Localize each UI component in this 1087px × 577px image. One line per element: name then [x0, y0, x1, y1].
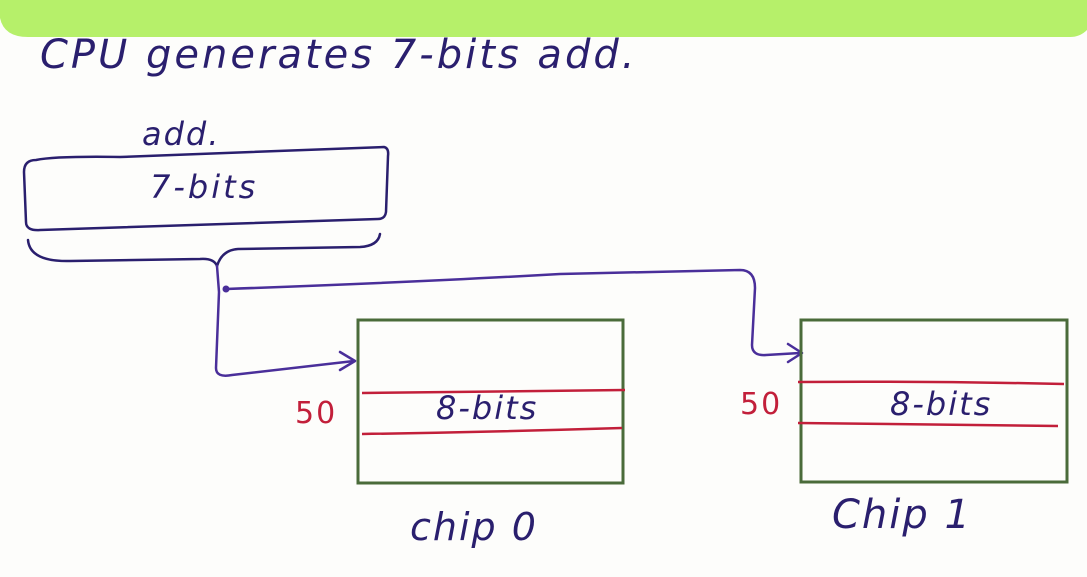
address-register-content: 7-bits — [150, 168, 258, 206]
bus-wire-to-chip-0 — [214, 264, 356, 377]
chip-1-row-top-line — [797, 380, 1065, 386]
chip-0-label: chip 0 — [410, 505, 538, 549]
arrowhead-chip-0 — [338, 350, 357, 372]
chip-0-box — [356, 318, 625, 485]
heading-text: CPU generates 7-bits add. — [40, 32, 637, 78]
top-banner — [0, 0, 1087, 37]
chip-1-box — [799, 318, 1069, 484]
chip-1-row-content: 8-bits — [890, 385, 992, 423]
chip-0-row-index: 50 — [295, 396, 337, 431]
chip-0-row-bottom-line — [361, 426, 623, 436]
chip-0-row-content: 8-bits — [436, 389, 538, 427]
chip-0-row-top-line — [361, 388, 626, 395]
address-register-label: add. — [142, 115, 220, 153]
chip-1-row-bottom-line — [797, 421, 1059, 428]
curly-brace — [26, 232, 382, 270]
chip-1-label: Chip 1 — [832, 492, 972, 538]
address-register-box — [22, 145, 390, 232]
bus-wire-to-chip-1 — [224, 268, 802, 357]
chip-1-row-index: 50 — [740, 387, 782, 422]
